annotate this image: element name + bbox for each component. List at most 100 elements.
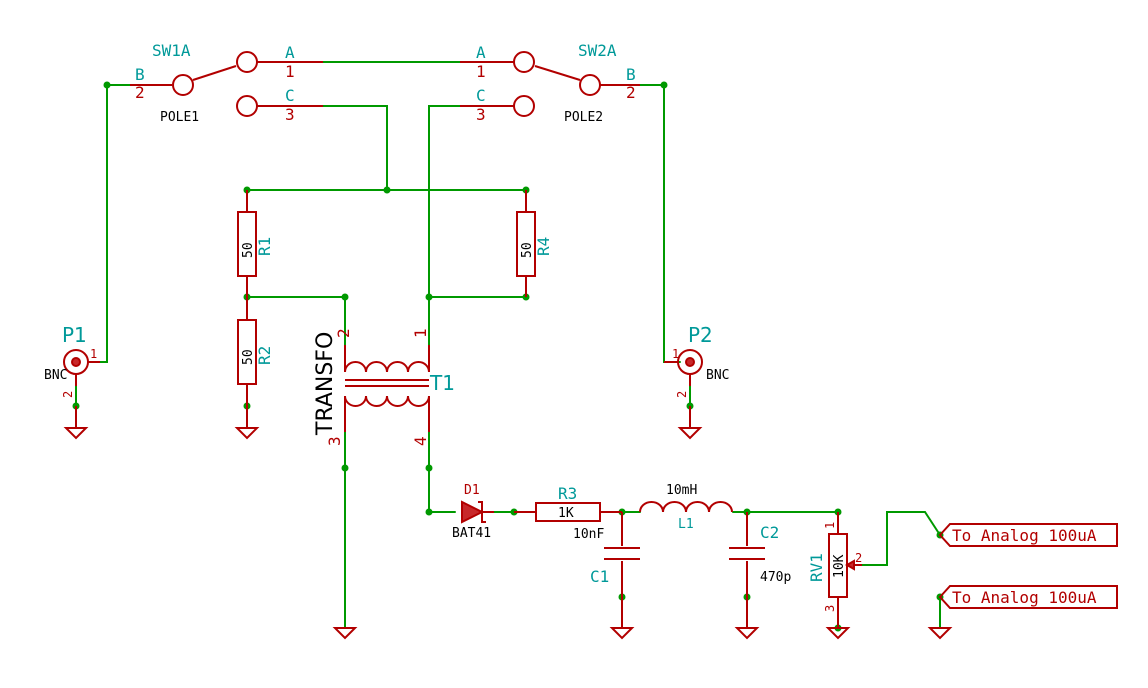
junction	[383, 186, 391, 194]
sw1a-pin-c-num: 3	[285, 105, 295, 124]
d1-anode-triangle	[461, 500, 485, 524]
transformer-t1: T1 TRANSFO 2 1 3 4	[313, 328, 455, 446]
sw1a-pin-a-num: 1	[285, 62, 295, 81]
sw2a-value: POLE2	[564, 110, 603, 125]
rv1-value: 10K	[832, 554, 847, 578]
junction	[103, 81, 111, 89]
junction	[341, 293, 349, 301]
r4-value: 50	[520, 242, 535, 258]
connector-p2: P2 BNC 1 2	[664, 323, 729, 440]
l1-value: 10mH	[666, 483, 697, 498]
t1-value: TRANSFO	[313, 332, 338, 436]
ground-symbol-rv1	[825, 627, 851, 640]
r2-value: 50	[241, 349, 256, 365]
l1-winding	[639, 501, 733, 513]
p1-pin2-num: 2	[61, 391, 75, 398]
label-out1-shape	[938, 523, 1118, 547]
rv1-pin1-num: 1	[823, 522, 837, 529]
t1-pin4-num: 4	[411, 436, 430, 446]
p2-value: BNC	[706, 368, 729, 383]
d1-ref: D1	[464, 483, 480, 498]
l1-ref: L1	[678, 517, 694, 532]
r3-value: 1K	[558, 506, 574, 521]
sw1a-pin-b-name: B	[135, 65, 145, 84]
potentiometer-rv1: 10K RV1 1 2 3	[807, 512, 862, 640]
resistor-r4: 50 R4	[516, 190, 553, 297]
rv1-pin3-num: 3	[823, 605, 837, 612]
sw2a-ref: SW2A	[578, 41, 617, 60]
r4-ref: R4	[534, 237, 553, 256]
wire-p1-sw1b	[94, 84, 151, 363]
p2-ref: P2	[688, 323, 713, 347]
sw1a-contact-c	[236, 95, 258, 117]
junction	[660, 81, 668, 89]
label-out1-text: To Analog 100uA	[952, 526, 1097, 545]
junction	[425, 293, 433, 301]
label-out2-text: To Analog 100uA	[952, 588, 1097, 607]
sw2a-contact-a	[513, 51, 535, 73]
sw1a-blade	[192, 65, 237, 81]
p2-pin1-num: 1	[672, 347, 679, 361]
ground-symbol-c1	[609, 627, 635, 640]
c2-value: 470p	[760, 570, 791, 585]
d1-value: BAT41	[452, 526, 491, 541]
p1-ref: P1	[62, 323, 87, 347]
switch-sw2a: SW2A A 1 C 3 B 2 POLE2	[460, 41, 640, 125]
sw2a-pin-a-name: A	[476, 43, 486, 62]
wires	[75, 61, 941, 629]
p1-center-pin	[71, 357, 81, 367]
sw2a-blade	[534, 65, 581, 81]
junction	[341, 464, 349, 472]
r2-ref: R2	[255, 346, 274, 365]
switch-sw1a: SW1A B 2 A 1 C 3 POLE1	[130, 41, 323, 125]
wire-sw2c-t1	[428, 105, 461, 298]
p2-pin2-num: 2	[675, 391, 689, 398]
p1-value: BNC	[44, 368, 67, 383]
resistor-r1: 50 R1	[237, 190, 274, 297]
r1-value: 50	[241, 242, 256, 258]
sw1a-ref: SW1A	[152, 41, 191, 60]
wire-sw1c-bus	[322, 105, 388, 191]
sw2a-common-contact	[579, 74, 601, 96]
sw2a-pin-a-num: 1	[476, 62, 486, 81]
rv1-pin2-num: 2	[855, 551, 862, 565]
rv1-ref: RV1	[807, 553, 826, 582]
sw1a-pin-b-num: 2	[135, 83, 145, 102]
ground-symbol-p2	[677, 427, 703, 440]
junctions	[72, 81, 944, 632]
t1-pin1-num: 1	[411, 328, 430, 338]
ground-symbol-c2	[734, 627, 760, 640]
sw1a-pin-a-name: A	[285, 43, 295, 62]
wire-rv1-wiper-label	[859, 511, 941, 566]
c1-ref: C1	[590, 567, 609, 586]
t1-pin3-num: 3	[325, 436, 344, 446]
wire-p2-sw2b	[639, 84, 681, 363]
connector-p1: P1 BNC 1 2	[44, 323, 100, 440]
t1-pin2-num: 2	[334, 328, 353, 338]
ground-symbol-r2	[234, 427, 260, 440]
sw1a-common-contact	[172, 74, 194, 96]
sw2a-pin-b-name: B	[626, 65, 636, 84]
p1-pin1-num: 1	[90, 347, 97, 361]
rv1-wiper-arrow	[844, 559, 855, 571]
label-out2: To Analog 100uA	[927, 585, 1118, 640]
sw2a-pin-c-num: 3	[476, 105, 486, 124]
wire-r4-t1p1	[428, 281, 527, 346]
c2-ref: C2	[760, 523, 779, 542]
r3-ref: R3	[558, 484, 577, 503]
c1-value: 10nF	[573, 527, 604, 542]
label-out2-shape	[938, 585, 1118, 609]
inductor-l1: 10mH L1	[639, 483, 733, 532]
t1-secondary-winding	[344, 395, 430, 407]
resistor-r3: R3 1K	[514, 484, 622, 522]
resistor-r2: 50 R2	[234, 297, 274, 440]
sw1a-pin-c-name: C	[285, 86, 295, 105]
r1-ref: R1	[255, 237, 274, 256]
sw2a-pin-c-name: C	[476, 86, 486, 105]
t1-primary-winding	[344, 361, 430, 373]
ground-symbol-label2	[927, 627, 953, 640]
capacitor-c1: 10nF C1	[573, 512, 640, 640]
wire-t1p4-d1	[428, 431, 456, 513]
junction	[425, 464, 433, 472]
p2-center-pin	[685, 357, 695, 367]
